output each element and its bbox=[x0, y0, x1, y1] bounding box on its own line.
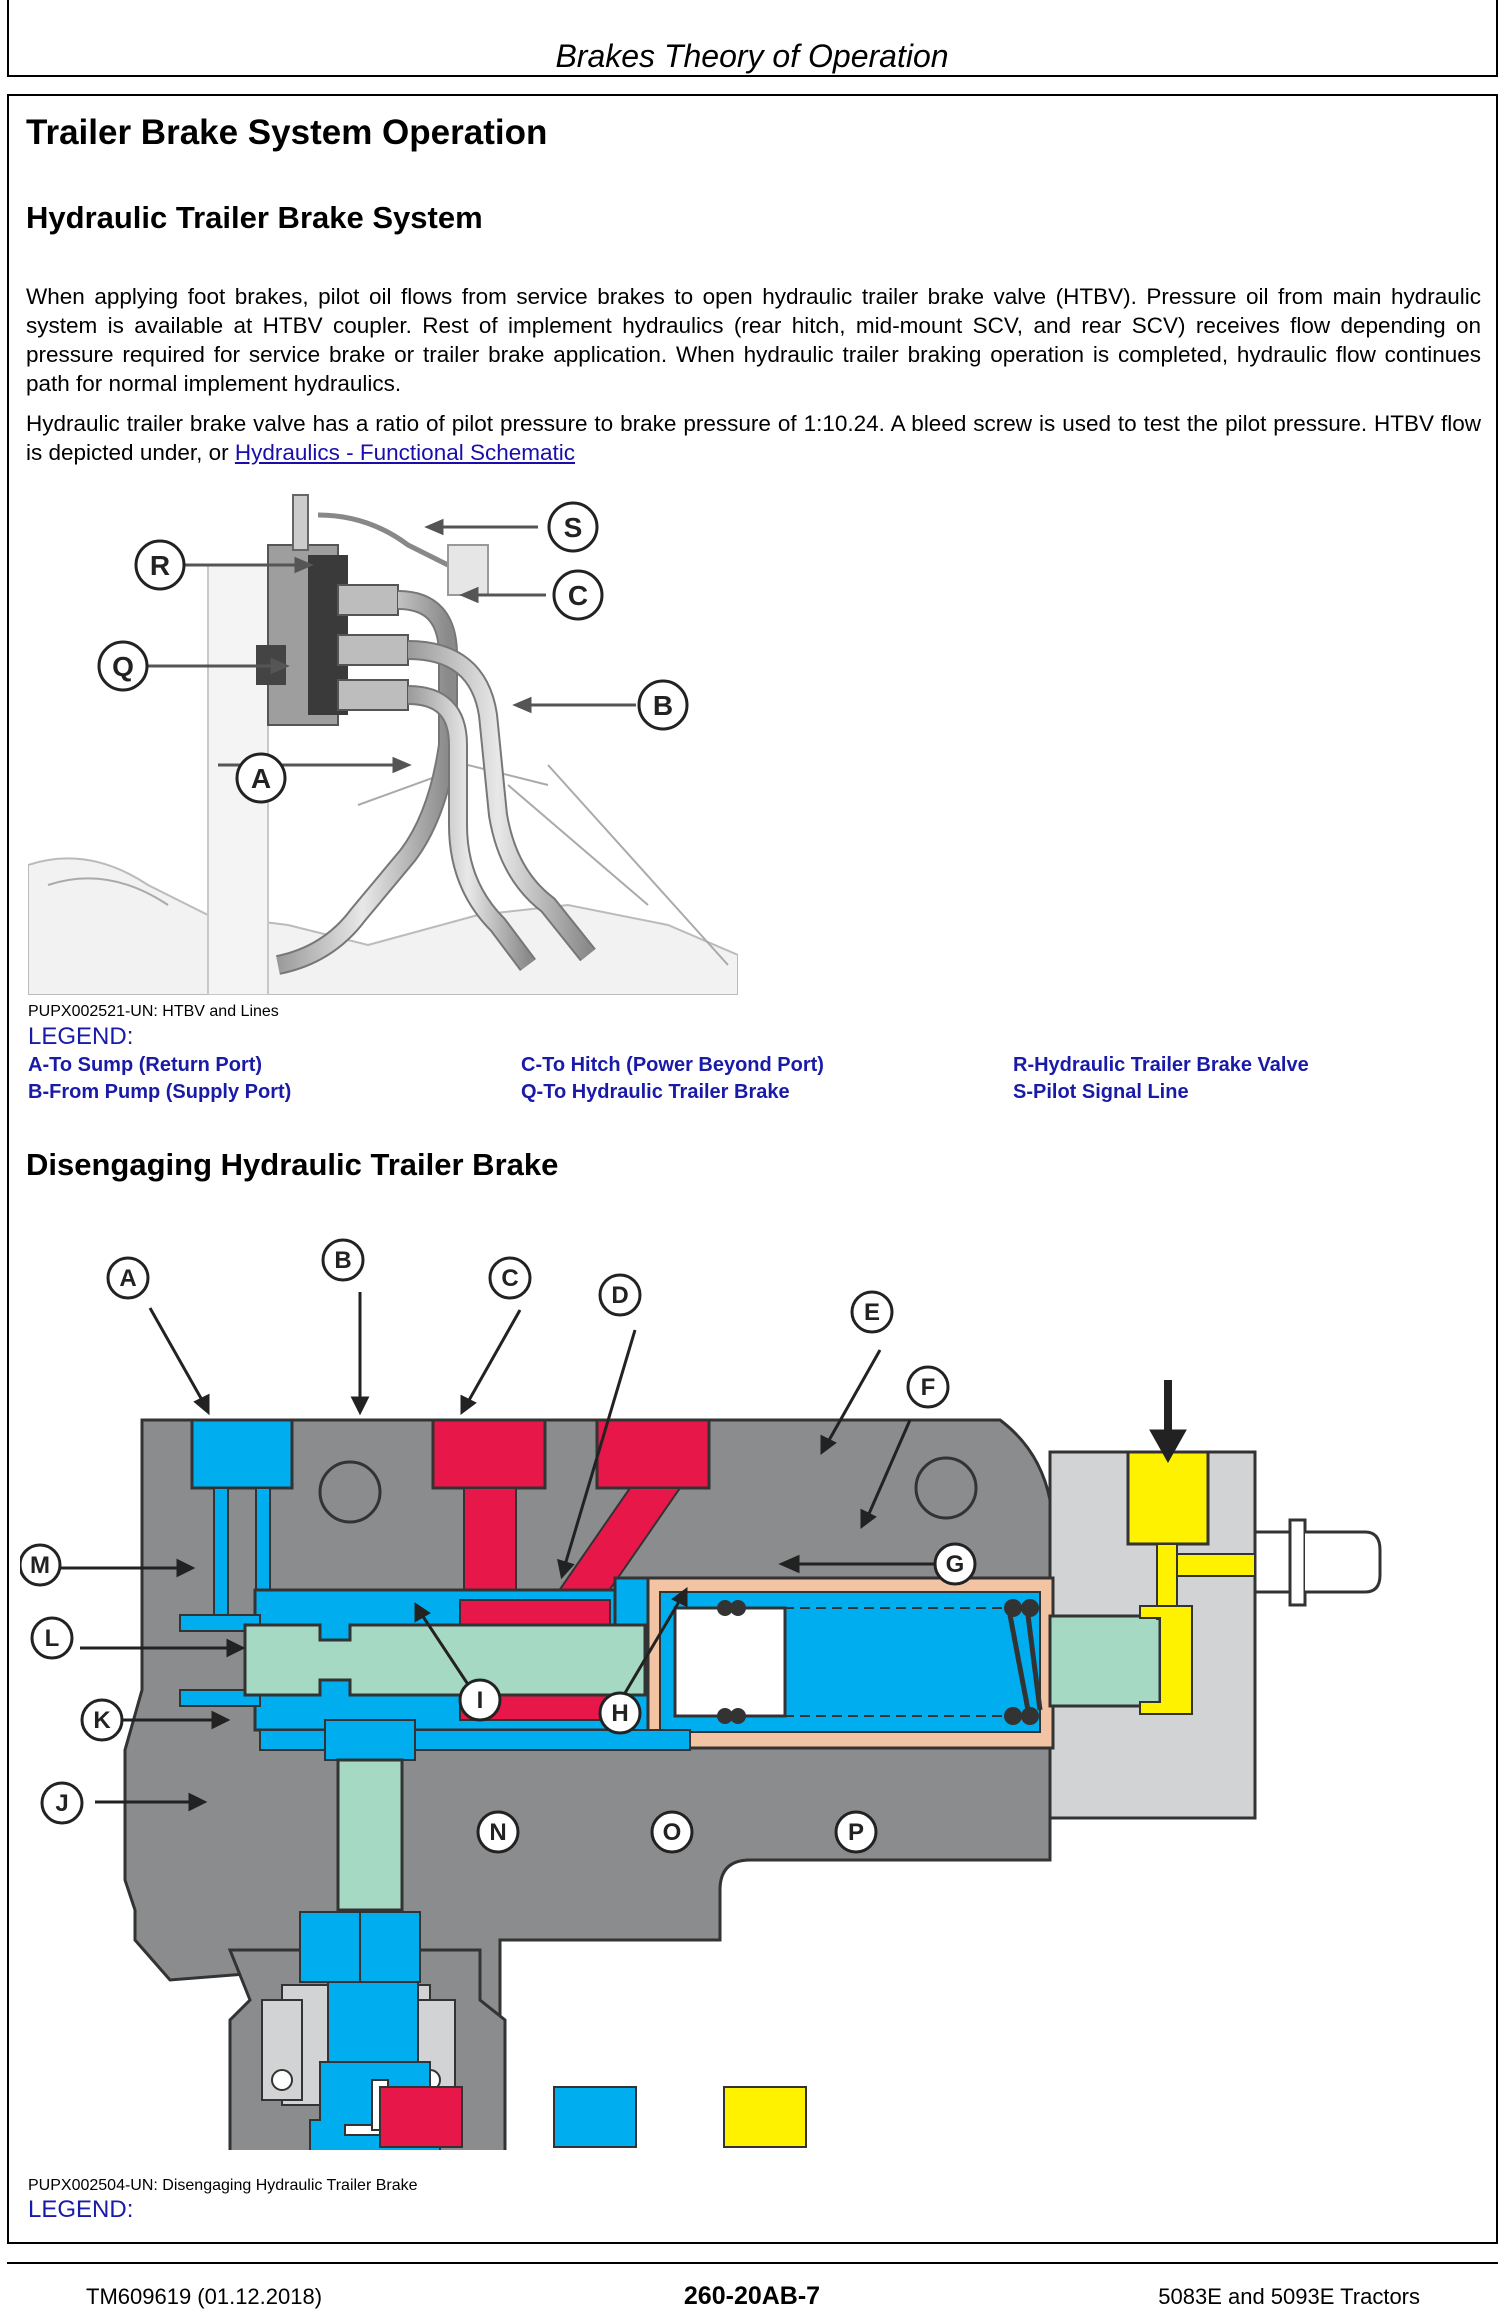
diagram-callout-n: N bbox=[489, 1819, 506, 1846]
content-frame bbox=[7, 94, 1498, 2244]
figure-1-caption: PUPX002521-UN: HTBV and Lines bbox=[28, 1003, 279, 1020]
diagram-callout-j: J bbox=[55, 1790, 68, 1817]
photo-callout-b: B bbox=[653, 690, 673, 721]
diagram-callout-m: M bbox=[30, 1552, 50, 1579]
diagram-callout-c: C bbox=[501, 1265, 518, 1292]
diagram-callout-d: D bbox=[611, 1282, 628, 1309]
spool bbox=[243, 1623, 647, 1697]
port-c bbox=[595, 1418, 711, 1490]
figure-2-legend-label: LEGEND: bbox=[28, 2196, 134, 2223]
section-subtitle: Hydraulic Trailer Brake System bbox=[26, 200, 483, 235]
diagram-callout-b: B bbox=[334, 1247, 351, 1274]
photo-callout-s: S bbox=[564, 512, 583, 543]
footer-page-number: 260-20AB-7 bbox=[683, 2282, 821, 2310]
port-a bbox=[190, 1418, 294, 1490]
paragraph-2: Hydraulic trailer brake valve has a rati… bbox=[26, 409, 1481, 467]
photo-callout-r: R bbox=[150, 550, 170, 581]
valve-schematic: A B C D E F G H I J K L M N O P bbox=[20, 1238, 1382, 2150]
figure-2-caption: PUPX002504-UN: Disengaging Hydraulic Tra… bbox=[28, 2177, 418, 2194]
diagram-callout-g: G bbox=[946, 1551, 965, 1578]
figure-1-legend-label: LEGEND: bbox=[28, 1023, 134, 1050]
diagram-callout-i: I bbox=[477, 1687, 484, 1714]
legend-item-b: B-From Pump (Supply Port) bbox=[28, 1081, 292, 1103]
footer-doc-id: TM609619 (01.12.2018) bbox=[86, 2284, 323, 2309]
swatch-blue bbox=[553, 2086, 637, 2148]
footer-rule bbox=[7, 2262, 1498, 2264]
port-b bbox=[431, 1418, 547, 1490]
paragraph-2-text: Hydraulic trailer brake valve has a rati… bbox=[26, 411, 1481, 465]
diagram-callout-e: E bbox=[864, 1299, 880, 1326]
section-title: Trailer Brake System Operation bbox=[26, 113, 548, 152]
legend-item-s: S-Pilot Signal Line bbox=[1013, 1081, 1189, 1103]
htbv-photo: S R C Q B A bbox=[28, 494, 738, 995]
color-key bbox=[379, 2086, 807, 2148]
header-title: Brakes Theory of Operation bbox=[555, 38, 949, 74]
swatch-red bbox=[379, 2086, 463, 2148]
diagram-callout-l: L bbox=[45, 1625, 60, 1652]
swatch-yellow bbox=[723, 2086, 807, 2148]
footer-model: 5083E and 5093E Tractors bbox=[1158, 2284, 1420, 2309]
legend-item-r: R-Hydraulic Trailer Brake Valve bbox=[1013, 1054, 1309, 1076]
header-frame bbox=[7, 0, 1498, 77]
legend-item-c: C-To Hitch (Power Beyond Port) bbox=[521, 1054, 824, 1076]
diagram-callout-k: K bbox=[93, 1707, 111, 1734]
schematic-link[interactable]: Hydraulics - Functional Schematic bbox=[234, 440, 576, 465]
legend-item-q: Q-To Hydraulic Trailer Brake bbox=[521, 1081, 790, 1103]
photo-callout-a: A bbox=[251, 763, 271, 794]
section-2-title: Disengaging Hydraulic Trailer Brake bbox=[26, 1147, 559, 1182]
diagram-callout-o: O bbox=[663, 1819, 682, 1846]
paragraph-1: When applying foot brakes, pilot oil flo… bbox=[26, 284, 1481, 396]
diagram-callout-f: F bbox=[921, 1374, 936, 1401]
photo-callout-q: Q bbox=[112, 651, 134, 682]
photo-callout-c: C bbox=[568, 580, 588, 611]
diagram-callout-h: H bbox=[611, 1700, 628, 1727]
legend-item-a: A-To Sump (Return Port) bbox=[28, 1054, 263, 1076]
diagram-callout-p: P bbox=[848, 1819, 864, 1846]
diagram-callout-a: A bbox=[119, 1265, 136, 1292]
